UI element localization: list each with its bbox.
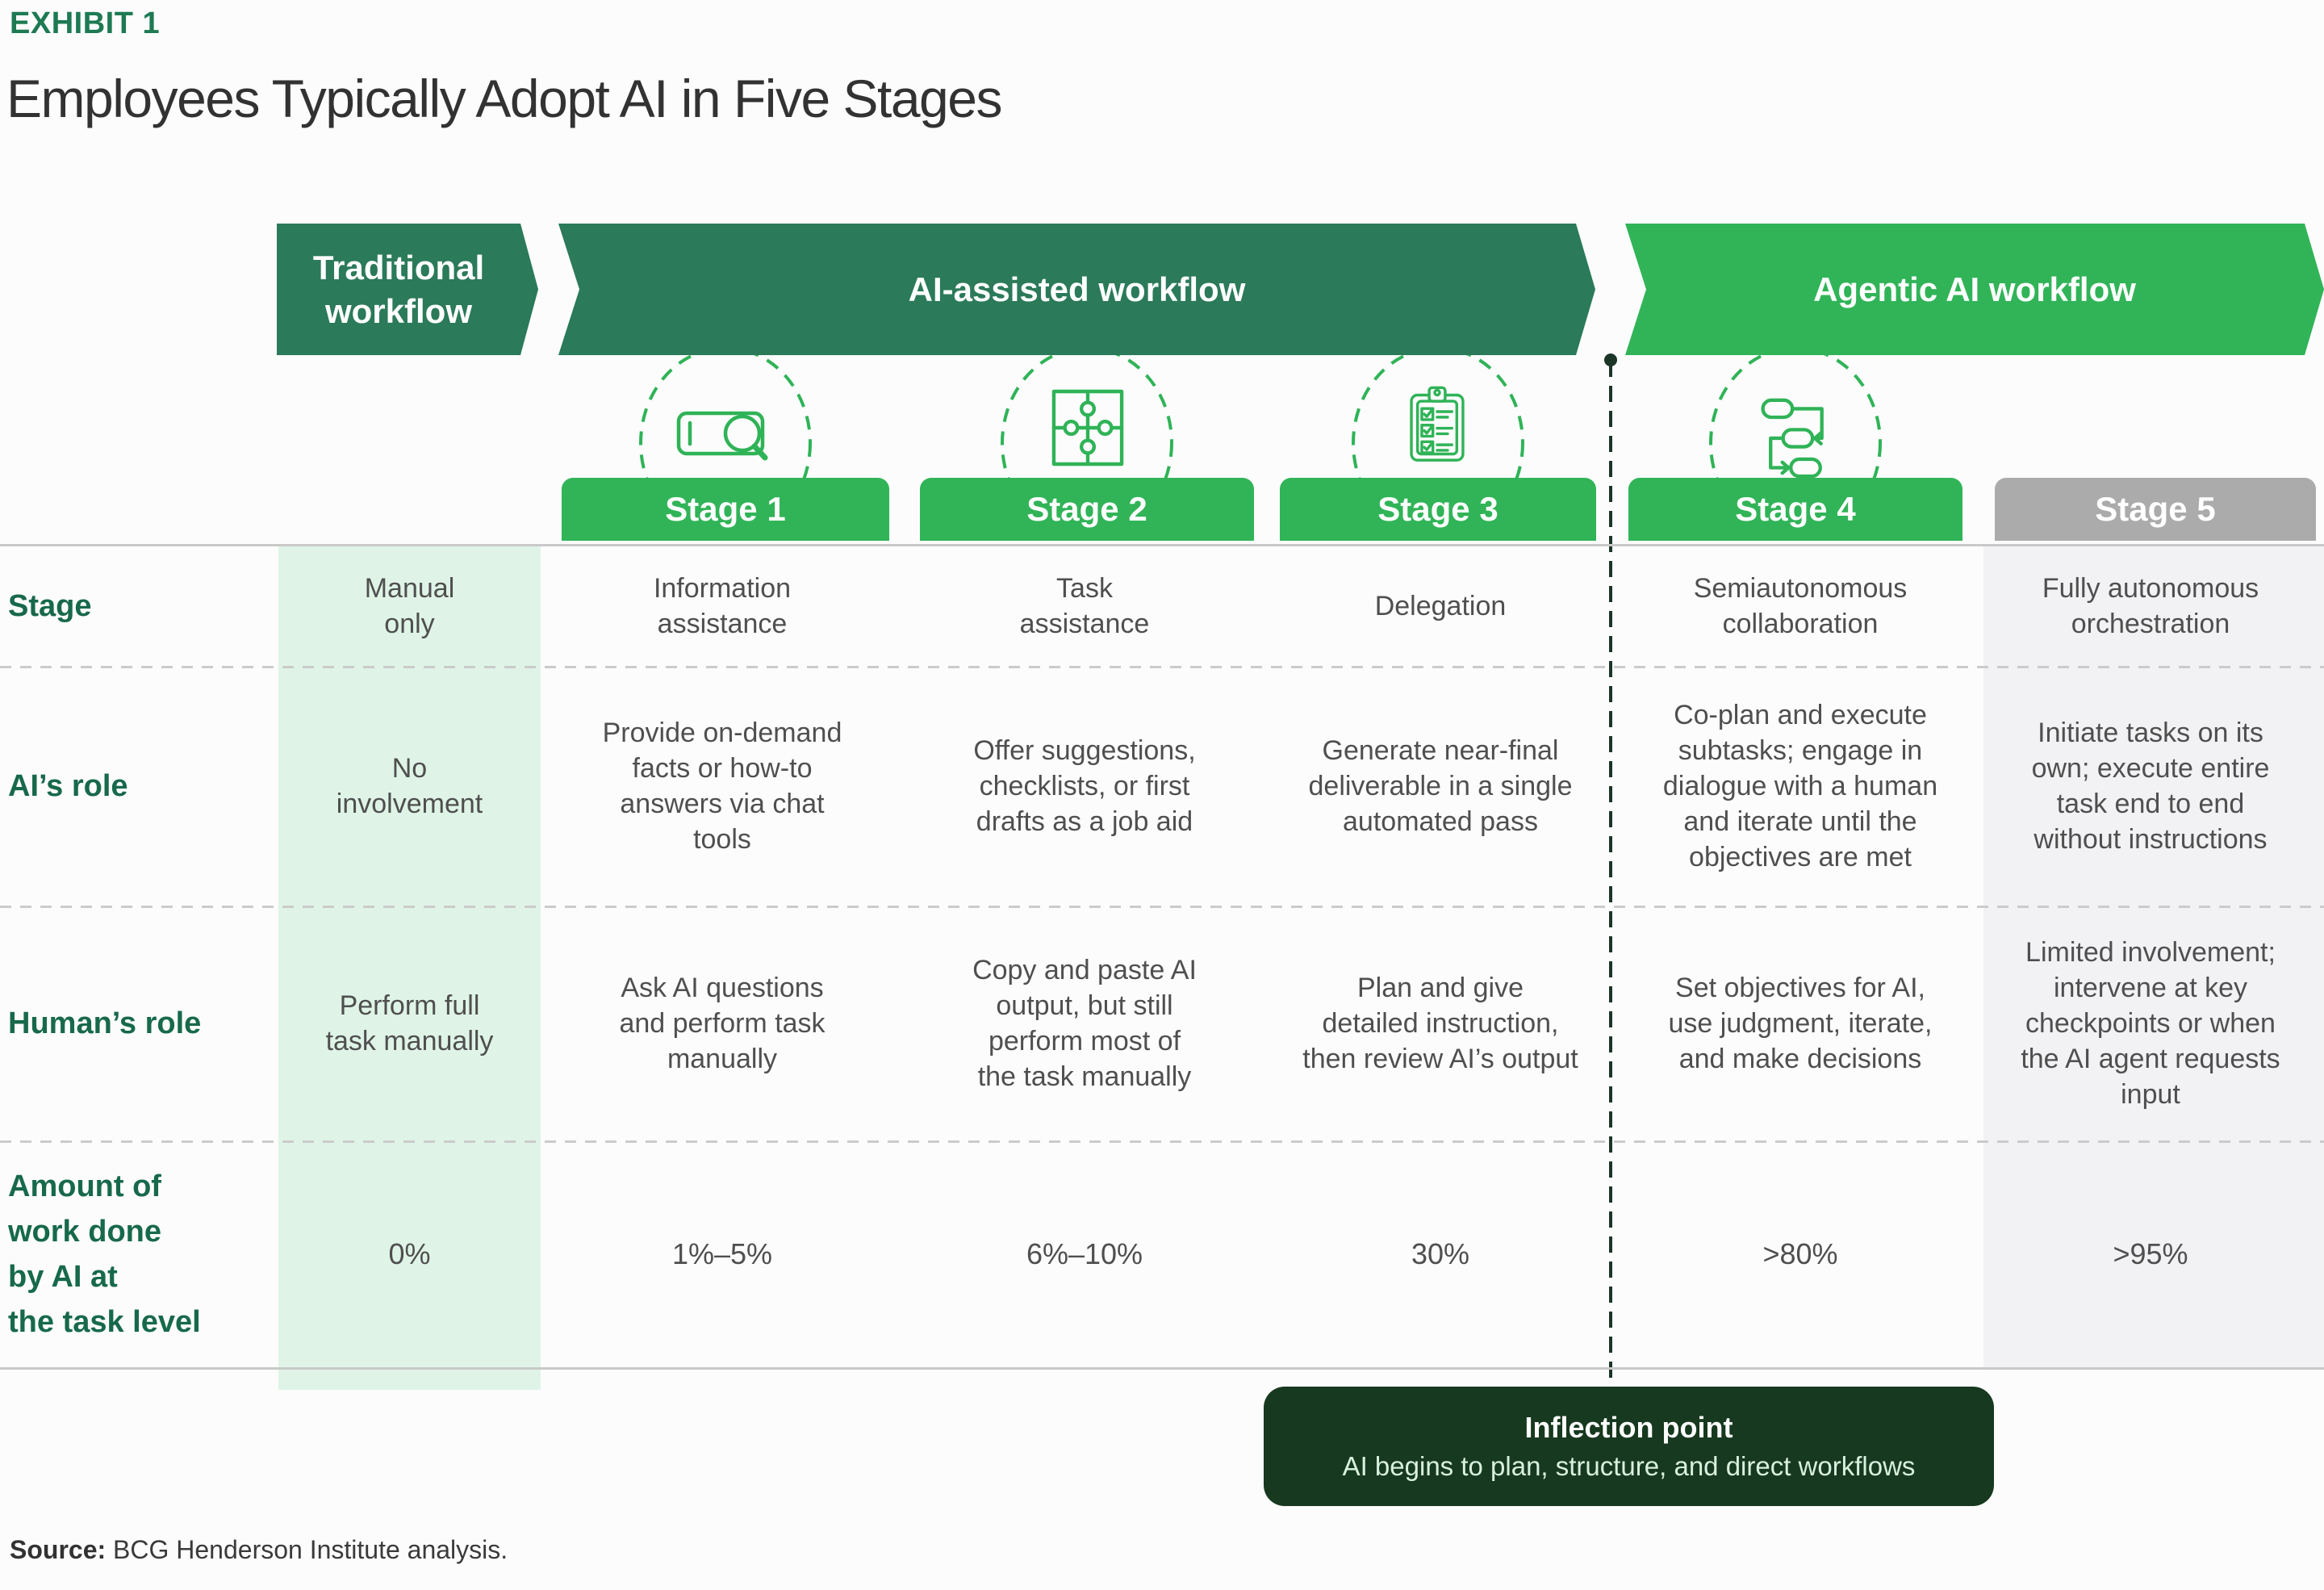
- cell-ai-role-5: Initiate tasks on its own; execute entir…: [2031, 717, 2270, 855]
- stage-banner-1: Stage 1: [562, 478, 889, 541]
- stage-banner-3: Stage 3: [1280, 478, 1596, 541]
- traditional-column-highlight: [278, 546, 541, 1390]
- workflow-icon: [1759, 397, 1832, 482]
- table-bottom-border: [0, 1367, 2324, 1370]
- stage-2-label: Stage 2: [1026, 490, 1147, 528]
- banner-traditional-label: Traditional workflow: [312, 248, 485, 330]
- row-separator-2: [0, 906, 2324, 908]
- banner-agentic-label: Agentic AI workflow: [1813, 270, 2136, 308]
- row-separator-1: [0, 666, 2324, 668]
- inflection-subtitle: AI begins to plan, structure, and direct…: [1342, 1451, 1916, 1481]
- cell-stage-3: Delegation: [1374, 590, 1507, 621]
- puzzle-icon: [1051, 389, 1124, 471]
- exhibit-label: EXHIBIT 1: [10, 6, 161, 40]
- cell-amount-3: 30%: [1411, 1236, 1470, 1270]
- cell-ai-role-1: Provide on-demand facts or how-to answer…: [602, 717, 842, 855]
- cell-amount-5: >95%: [2113, 1236, 2188, 1270]
- stage-5-label: Stage 5: [2095, 490, 2216, 528]
- cell-human-role-3: Plan and give detailed instruction, then…: [1302, 972, 1578, 1074]
- page-title: Employees Typically Adopt AI in Five Sta…: [6, 69, 1002, 128]
- row-label-human-role: Human’s role: [8, 1006, 202, 1040]
- cell-stage-5: Fully autonomous orchestration: [2042, 572, 2259, 639]
- search-bar-icon: [676, 394, 776, 482]
- stage-banner-4: Stage 4: [1628, 478, 1962, 541]
- cell-human-role-4: Set objectives for AI, use judgment, ite…: [1668, 972, 1933, 1074]
- source-prefix: Source:: [10, 1535, 107, 1564]
- banner-ai-assisted-label: AI-assisted workflow: [908, 270, 1246, 308]
- cell-stage-1: Information assistance: [653, 572, 792, 639]
- source-note: Source: BCG Henderson Institute analysis…: [10, 1535, 508, 1565]
- stage-banner-5: Stage 5: [1995, 478, 2316, 541]
- cell-amount-2: 6%–10%: [1026, 1236, 1143, 1270]
- cell-amount-traditional: 0%: [388, 1236, 431, 1270]
- source-text: BCG Henderson Institute analysis.: [106, 1535, 508, 1564]
- stage-banner-2: Stage 2: [920, 478, 1254, 541]
- row-label-ai-role: AI’s role: [8, 768, 128, 803]
- inflection-dashed-line: [1609, 361, 1612, 1387]
- row-label-ai-work-amount: Amount of work done by AI at the task le…: [8, 1169, 201, 1339]
- inflection-point-callout: Inflection point AI begins to plan, stru…: [1264, 1387, 1994, 1506]
- stage-4-label: Stage 4: [1735, 490, 1856, 528]
- banner-traditional-workflow: Traditional workflow: [277, 224, 538, 355]
- cell-amount-1: 1%–5%: [671, 1236, 773, 1270]
- cell-ai-role-3: Generate near-final deliverable in a sin…: [1308, 734, 1573, 837]
- row-label-stage: Stage: [8, 588, 92, 623]
- cell-stage-traditional: Manual only: [364, 572, 455, 639]
- cell-human-role-1: Ask AI questions and perform task manual…: [619, 972, 826, 1074]
- cell-human-role-5: Limited involvement; intervene at key ch…: [2021, 936, 2280, 1110]
- inflection-dot: [1604, 354, 1617, 366]
- cell-human-role-traditional: Perform full task manually: [325, 990, 494, 1057]
- stage-3-label: Stage 3: [1377, 490, 1498, 528]
- cell-stage-4: Semiautonomous collaboration: [1693, 572, 1908, 639]
- stage-1-label: Stage 1: [665, 490, 786, 528]
- cell-ai-role-2: Offer suggestions, checklists, or first …: [973, 734, 1196, 837]
- stage5-column-highlight: [1983, 546, 2324, 1367]
- cell-amount-4: >80%: [1762, 1236, 1838, 1270]
- checklist-icon: [1409, 386, 1465, 467]
- banner-agentic-ai-workflow: Agentic AI workflow: [1625, 224, 2324, 355]
- cell-human-role-2: Copy and paste AI output, but still perf…: [972, 954, 1197, 1092]
- banner-ai-assisted-workflow: AI-assisted workflow: [558, 224, 1595, 355]
- cell-ai-role-4: Co-plan and execute subtasks; engage in …: [1662, 699, 1938, 872]
- table-top-border: [0, 544, 2324, 546]
- cell-stage-2: Task assistance: [1019, 572, 1150, 639]
- row-separator-3: [0, 1140, 2324, 1143]
- cell-ai-role-traditional: No involvement: [336, 752, 483, 819]
- inflection-title: Inflection point: [1524, 1411, 1733, 1444]
